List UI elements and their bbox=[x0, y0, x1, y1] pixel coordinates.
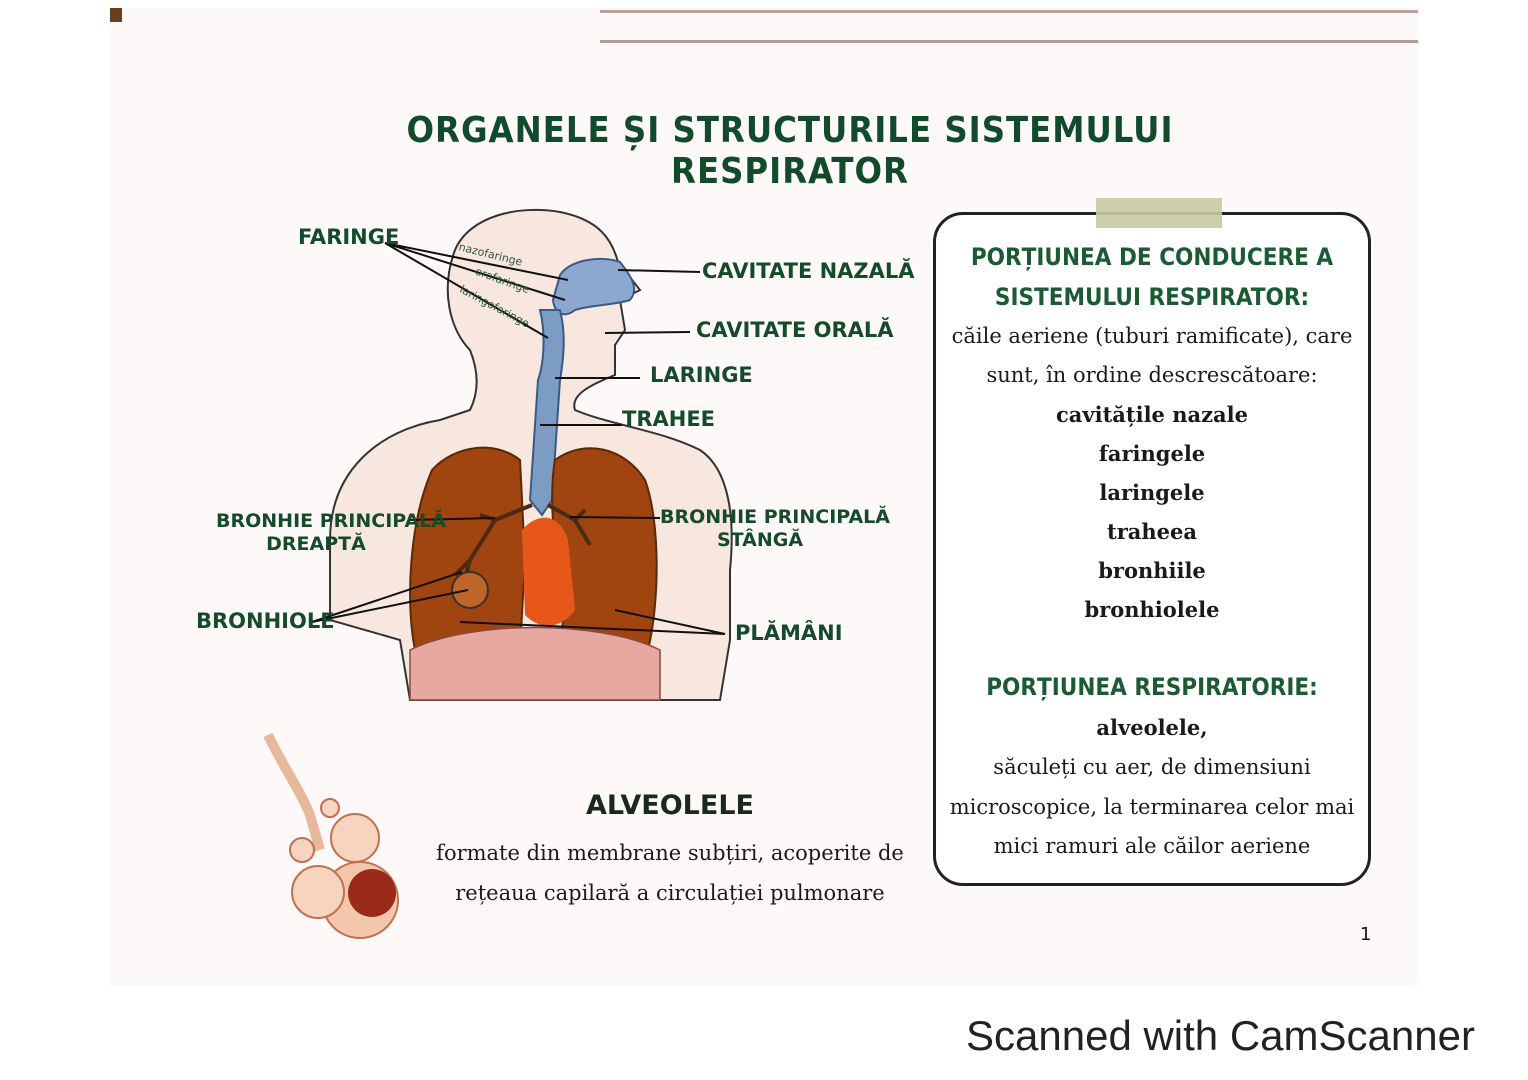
heart bbox=[522, 517, 575, 626]
label-trahee: TRAHEE bbox=[622, 407, 716, 431]
alveoli-description: formate din membrane subțiri, acoperite … bbox=[420, 833, 920, 913]
label-bronhie-stanga-line2: STÂNGĂ bbox=[716, 529, 804, 551]
trachea bbox=[528, 309, 565, 517]
label-bronhie-dreapta: BRONHIE PRINCIPALĂ DREAPTĂ bbox=[216, 510, 446, 556]
box-resp-line3: mici ramuri ale căilor aeriene bbox=[993, 834, 1311, 858]
top-rule-2 bbox=[600, 40, 1418, 43]
alveoli-line1: formate din membrane subțiri, acoperite … bbox=[436, 841, 904, 865]
label-bronhie-dreapta-line1: BRONHIE PRINCIPALĂ bbox=[216, 510, 446, 532]
box-heading2: PORȚIUNEA RESPIRATORIE: bbox=[986, 673, 1318, 701]
alveoli-illustration bbox=[263, 732, 399, 939]
box-heading1-line1: PORȚIUNEA DE CONDUCERE A bbox=[970, 243, 1334, 271]
box-resp-line2: microscopice, la terminarea celor mai bbox=[949, 795, 1355, 819]
box-item-6: bronhiolele bbox=[1084, 597, 1220, 622]
label-bronhiole: BRONHIOLE bbox=[196, 609, 335, 633]
box-item-4: traheea bbox=[1107, 519, 1197, 544]
box-heading1-line2: SISTEMULUI RESPIRATOR: bbox=[994, 283, 1310, 311]
bronchiole-detail bbox=[451, 571, 489, 609]
page-title: ORGANELE ȘI STRUCTURILE SISTEMULUI RESPI… bbox=[406, 110, 1174, 192]
box-intro-line1: căile aeriene (tuburi ramificate), care bbox=[951, 324, 1353, 348]
nasal-cavity bbox=[551, 257, 636, 316]
label-bronhie-stanga-line1: BRONHIE PRINCIPALĂ bbox=[660, 506, 890, 528]
label-cavitate-nazala: CAVITATE NAZALĂ bbox=[702, 259, 915, 283]
box-item-2: faringele bbox=[1098, 441, 1206, 466]
info-box: PORȚIUNEA DE CONDUCERE A SISTEMULUI RESP… bbox=[933, 212, 1371, 886]
box-item-5: bronhiile bbox=[1098, 558, 1206, 583]
box-resp-bold: alveolele, bbox=[1096, 715, 1208, 740]
label-laringe: LARINGE bbox=[650, 363, 753, 387]
page-corner-mark bbox=[110, 8, 122, 22]
leader-lines bbox=[311, 242, 726, 635]
box-intro-line2: sunt, în ordine descrescătoare: bbox=[986, 363, 1318, 387]
alveoli-title: ALVEOLELE bbox=[586, 790, 754, 821]
label-faringe: FARINGE bbox=[298, 225, 400, 249]
top-rule-1 bbox=[600, 10, 1418, 13]
box-resp-line1: săculeți cu aer, de dimensiuni bbox=[993, 755, 1311, 779]
label-bronhie-dreapta-line2: DREAPTĂ bbox=[266, 533, 366, 555]
label-plamani: PLĂMÂNI bbox=[735, 621, 843, 645]
page-number: 1 bbox=[1360, 924, 1372, 945]
diaphragm bbox=[409, 626, 661, 701]
scanner-watermark: Scanned with CamScanner bbox=[966, 1012, 1475, 1059]
box-item-1: cavitățile nazale bbox=[1056, 402, 1248, 427]
tape-decoration bbox=[1096, 198, 1222, 228]
label-cavitate-orala: CAVITATE ORALĂ bbox=[696, 318, 894, 342]
label-bronhie-stanga: BRONHIE PRINCIPALĂ STÂNGĂ bbox=[660, 506, 890, 552]
box-item-3: laringele bbox=[1099, 480, 1205, 505]
alveoli-line2: rețeaua capilară a circulației pulmonare bbox=[455, 881, 885, 905]
